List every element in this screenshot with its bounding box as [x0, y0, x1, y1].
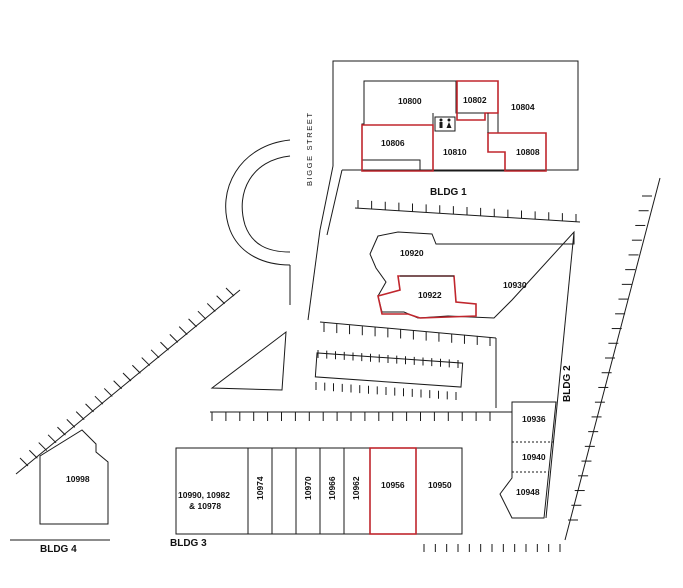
unit-10920-label: 10920 — [400, 248, 424, 258]
unit-10936-label: 10936 — [522, 414, 546, 424]
parking-stall-line — [150, 349, 160, 359]
unit-10950-label: 10950 — [428, 480, 452, 490]
parking-stalls-right — [568, 195, 652, 521]
parking-stall-line — [57, 426, 66, 436]
bldg4-footprint — [39, 429, 109, 525]
parking-stalls-top — [357, 200, 577, 222]
parking-stall-line — [225, 287, 235, 297]
parking-stall-line — [197, 310, 207, 320]
unit-10940-label: 10940 — [522, 452, 546, 462]
parking-stall-line — [160, 341, 169, 351]
parking-island — [314, 352, 464, 388]
parking-stall-line — [94, 395, 104, 405]
bldg1-label: BLDG 1 — [430, 187, 467, 198]
unit-10804-label: 10804 — [511, 102, 535, 112]
unit-10802-label: 10802 — [463, 95, 487, 105]
street-label: BIGGE STREET — [305, 111, 314, 186]
parking-stalls-center-top — [323, 323, 491, 346]
unit-10930-label: 10930 — [503, 280, 527, 290]
unit-10966-label: 10966 — [327, 476, 337, 500]
parking-stall-line — [188, 318, 197, 328]
parking-stall-line — [178, 326, 188, 335]
unit-10956-outline[interactable] — [369, 447, 417, 535]
parking-stall-line — [169, 334, 179, 343]
bldg-center-footprint — [369, 230, 575, 319]
restroom-icon — [434, 116, 456, 132]
bldg4-label: BLDG 4 — [40, 544, 77, 555]
parking-stalls-left — [19, 287, 235, 467]
unit-10922-outline[interactable] — [377, 275, 477, 319]
parking-stall-line — [85, 403, 94, 413]
unit-10990-label-line2: & 10978 — [189, 501, 221, 511]
unit-10802-outline[interactable] — [456, 80, 499, 121]
bldg2-footprint — [499, 401, 557, 519]
parking-stall-line — [216, 295, 225, 305]
parking-stall-line — [29, 449, 38, 459]
unit-10962-label: 10962 — [351, 476, 361, 500]
parking-stall-line — [206, 303, 216, 312]
unit-10806-label: 10806 — [381, 138, 405, 148]
bldg3-label: BLDG 3 — [170, 538, 207, 549]
parking-stalls-island — [315, 350, 459, 400]
unit-10974-label: 10974 — [255, 476, 265, 500]
parking-stall-line — [47, 434, 57, 444]
parking-stall-line — [122, 372, 132, 382]
unit-10800-label: 10800 — [398, 96, 422, 106]
unit-10956-label: 10956 — [381, 480, 405, 490]
unit-10810-label: 10810 — [443, 147, 467, 157]
bldg2-label: BLDG 2 — [562, 365, 573, 402]
bldg3-footprint — [175, 447, 463, 535]
unit-10808-outline[interactable] — [487, 132, 547, 172]
roundabout-outer — [225, 139, 291, 266]
parking-stall-line — [38, 442, 48, 451]
parking-stall-line — [75, 411, 85, 420]
unit-10922-label: 10922 — [418, 290, 442, 300]
parking-stall-line — [132, 364, 141, 374]
unit-10808-label: 10808 — [516, 147, 540, 157]
unit-10806-outline[interactable] — [361, 124, 434, 172]
parking-stall-line — [19, 457, 29, 467]
unit-10948-label: 10948 — [516, 487, 540, 497]
parking-stall-line — [103, 388, 113, 397]
parking-stalls-center-bottom — [211, 412, 491, 421]
landscape-triangle — [210, 330, 287, 391]
unit-10970-label: 10970 — [303, 476, 313, 500]
parking-stall-line — [66, 419, 76, 428]
roundabout-inner — [241, 155, 291, 253]
parking-stall-line — [113, 380, 122, 390]
parking-stalls-bottom — [423, 544, 561, 552]
unit-10990-label-line1: 10990, 10982 — [178, 490, 230, 500]
bldg1-outline — [332, 60, 579, 171]
unit-10998-label: 10998 — [66, 474, 90, 484]
parking-stall-line — [141, 357, 151, 366]
